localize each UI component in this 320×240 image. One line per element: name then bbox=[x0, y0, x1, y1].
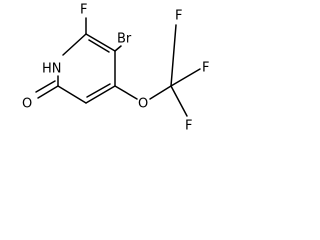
atom-label-f-top: F bbox=[80, 3, 87, 18]
atom-label-o-keto: O bbox=[22, 97, 32, 112]
bond-c2-c3 bbox=[85, 33, 116, 52]
atom-label-nh: HN bbox=[42, 62, 62, 77]
atom-label-f-cf3-right: F bbox=[202, 61, 209, 76]
bond-c-f-right bbox=[170, 68, 201, 87]
bond-c6-o-keto bbox=[37, 85, 59, 99]
bond-o-cf3 bbox=[149, 85, 172, 100]
bond-c-f-top bbox=[170, 24, 177, 87]
pyridinone-ring bbox=[57, 33, 116, 104]
bond-c5-c6 bbox=[57, 85, 87, 104]
atom-label-f-cf3-top: F bbox=[175, 9, 182, 24]
bond-c4-o-ether bbox=[114, 85, 138, 100]
bond-c4-c5 bbox=[85, 85, 116, 104]
atom-label-o-ether: O bbox=[138, 97, 148, 112]
double-bond-c4-c5 bbox=[86, 83, 111, 98]
bond-c-f-bottom bbox=[170, 85, 188, 117]
bond-n1-c2 bbox=[62, 33, 87, 56]
atom-labels: F Br HN O O F F F bbox=[22, 3, 209, 134]
substituent-bonds bbox=[35, 17, 201, 117]
atom-label-f-cf3-bottom: F bbox=[185, 119, 192, 134]
double-bond-c6-o-keto bbox=[35, 80, 56, 93]
double-bond-c2-c3 bbox=[88, 39, 110, 53]
chemical-structure-diagram: F Br HN O O F F F bbox=[22, 3, 209, 134]
atom-label-br: Br bbox=[117, 32, 132, 47]
bond-c3-br bbox=[114, 45, 122, 52]
